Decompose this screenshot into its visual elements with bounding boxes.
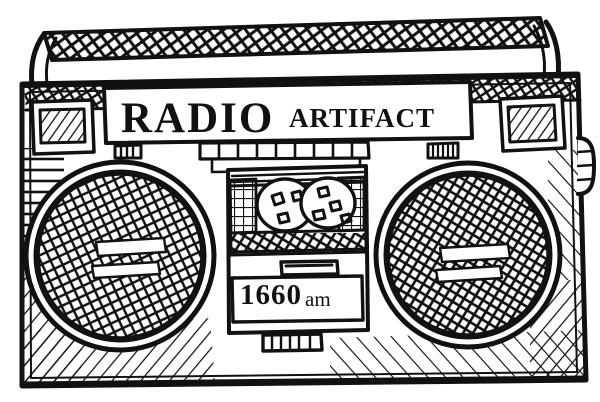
brand-sub-text: ARTIFACT — [289, 103, 436, 133]
frequency-number: 1660 — [240, 279, 302, 311]
cassette-deck — [226, 164, 370, 335]
brand-main-text: RADIO — [121, 95, 275, 142]
left-indicator-block — [113, 143, 143, 160]
left-speaker — [23, 159, 217, 353]
tape-reel-right — [299, 176, 357, 230]
frequency-band: am — [305, 287, 331, 311]
side-knob-tab — [576, 136, 596, 196]
left-vent — [30, 98, 96, 156]
right-indicator-block — [426, 141, 460, 160]
lower-button-strip — [261, 332, 324, 353]
frequency-display — [230, 274, 365, 324]
brand-title-panel — [102, 80, 474, 145]
right-vent — [498, 94, 567, 153]
right-speaker — [373, 160, 563, 350]
tuning-slider — [279, 259, 340, 277]
